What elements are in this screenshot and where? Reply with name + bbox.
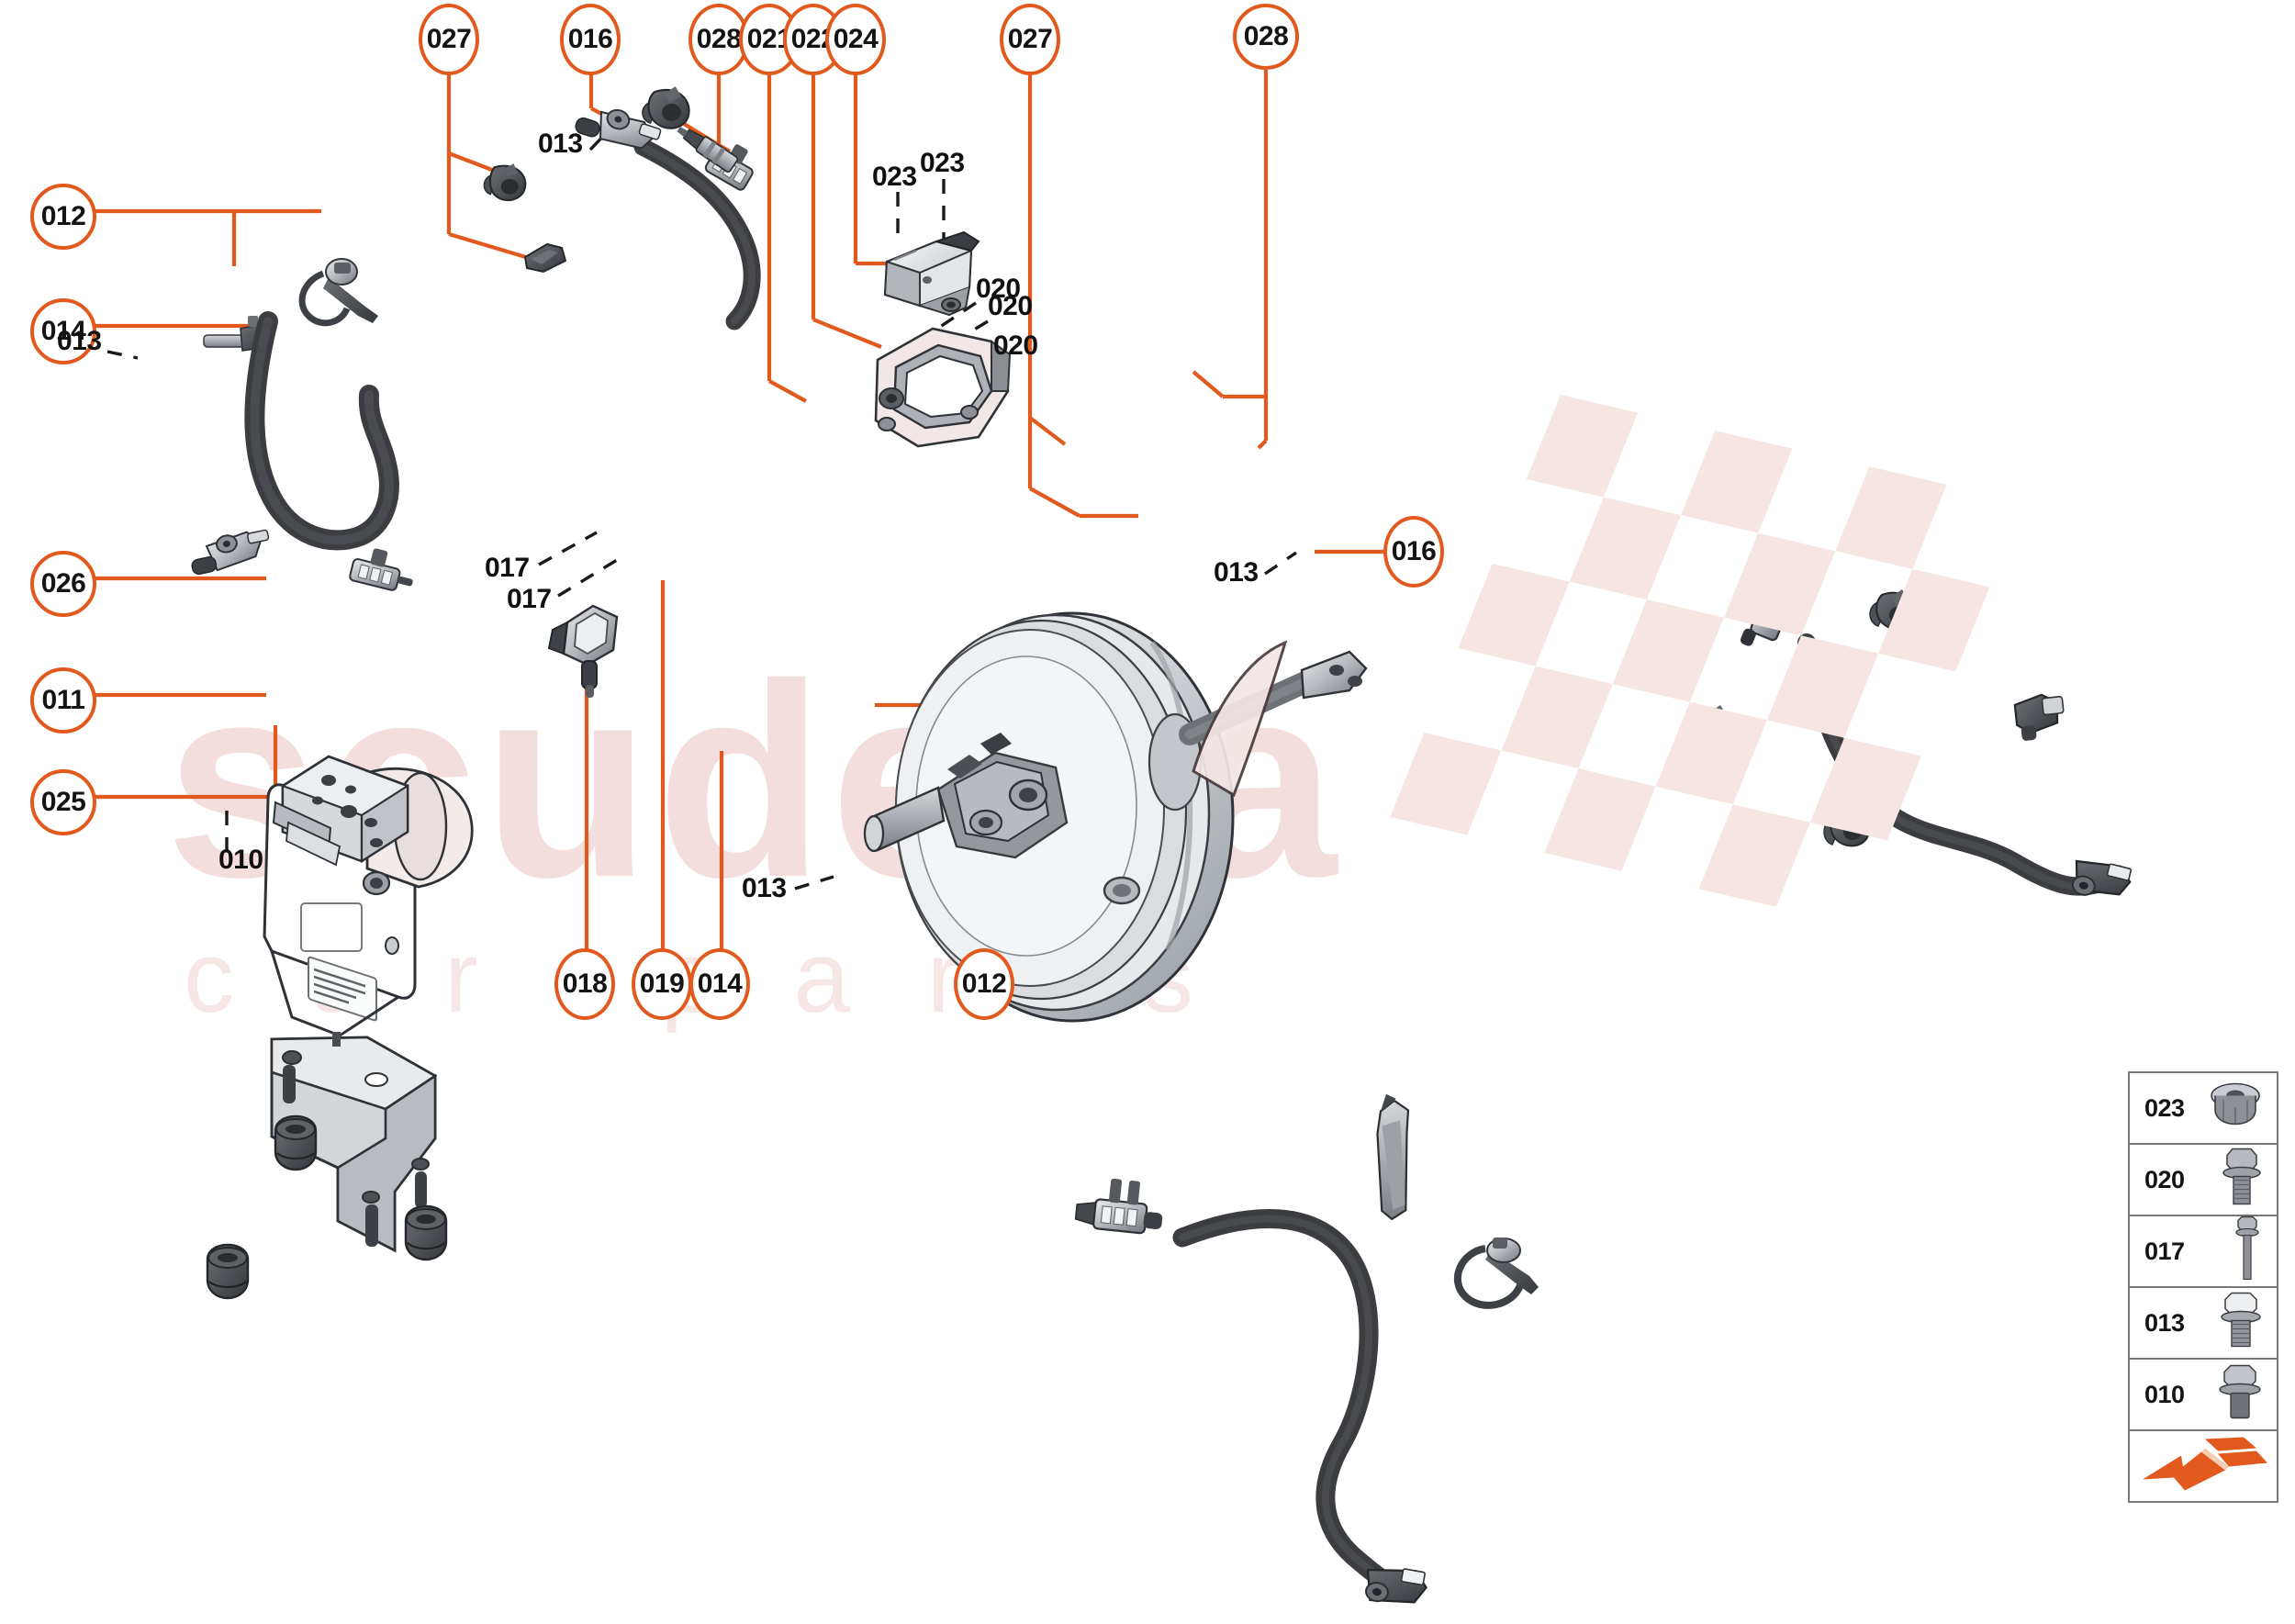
part-016a-hose bbox=[575, 108, 761, 330]
label-017-b: 017 bbox=[507, 584, 552, 614]
legend-row-020: 020 bbox=[2130, 1145, 2277, 1216]
flange-bolt-stud-icon bbox=[2216, 1364, 2264, 1426]
part-028a-clip bbox=[642, 86, 690, 129]
part-025-bushing-1 bbox=[274, 1114, 318, 1171]
callout-014-bottom[interactable]: 014 bbox=[689, 948, 750, 1020]
legend-row-flag bbox=[2130, 1431, 2277, 1503]
orange-arrow-flag-icon bbox=[2141, 1436, 2269, 1497]
label-013-bottom: 013 bbox=[742, 873, 787, 903]
part-012a-pin bbox=[203, 316, 269, 352]
legend-row-013: 013 bbox=[2130, 1288, 2277, 1360]
legend-number-020: 020 bbox=[2144, 1165, 2185, 1193]
part-012b-bracket bbox=[1376, 1093, 1410, 1221]
part-014a-hose bbox=[191, 311, 413, 591]
long-thin-bolt-icon bbox=[2231, 1215, 2264, 1288]
part-011-bracket bbox=[270, 1032, 438, 1253]
legend-row-010: 010 bbox=[2130, 1360, 2277, 1431]
part-028b-connector bbox=[2013, 693, 2065, 741]
callout-019[interactable]: 019 bbox=[632, 948, 692, 1020]
callout-028-right[interactable]: 028 bbox=[1233, 4, 1299, 70]
part-025-bushing-2 bbox=[404, 1204, 448, 1261]
legend-row-017: 017 bbox=[2130, 1215, 2277, 1288]
part-012b-clip bbox=[1453, 1238, 1539, 1309]
part-027a-clip-lower bbox=[523, 242, 567, 274]
label-010: 010 bbox=[218, 845, 263, 875]
legend-number-010: 010 bbox=[2144, 1380, 2185, 1408]
part-014b-hose bbox=[1074, 1178, 1427, 1604]
part-016b-hose bbox=[1740, 562, 2133, 896]
callout-011[interactable]: 011 bbox=[30, 667, 96, 734]
callout-027-right[interactable]: 027 bbox=[1000, 4, 1060, 75]
callout-025[interactable]: 025 bbox=[30, 769, 96, 835]
part-027b-clip-1 bbox=[1687, 705, 1735, 746]
part-024-sensor bbox=[883, 230, 980, 317]
callout-014-left[interactable]: 014 bbox=[30, 298, 96, 364]
callout-016-top[interactable]: 016 bbox=[560, 4, 621, 75]
part-022-bracket bbox=[874, 327, 1012, 448]
callout-027-top[interactable]: 027 bbox=[419, 4, 479, 75]
label-023-a: 023 bbox=[872, 162, 917, 192]
part-027b-clip-2 bbox=[1823, 806, 1871, 847]
part-028a-nipple bbox=[677, 127, 739, 174]
label-013-top: 013 bbox=[538, 129, 583, 159]
legend-number-017: 017 bbox=[2144, 1237, 2185, 1265]
part-027a-clip-upper bbox=[483, 163, 527, 202]
flange-bolt-short-icon bbox=[2218, 1292, 2264, 1355]
part-025-bushing-3 bbox=[206, 1243, 250, 1300]
hardware-legend: 023 020 bbox=[2128, 1071, 2278, 1503]
callout-024[interactable]: 024 bbox=[825, 4, 886, 75]
flange-nut-icon bbox=[2207, 1081, 2264, 1137]
label-023-b: 023 bbox=[920, 148, 965, 178]
callout-026[interactable]: 026 bbox=[30, 551, 96, 617]
part-028b-clip bbox=[1869, 589, 1917, 631]
legend-number-013: 013 bbox=[2144, 1308, 2185, 1337]
callout-018[interactable]: 018 bbox=[554, 948, 615, 1020]
label-017-a: 017 bbox=[485, 553, 530, 583]
label-020-a: 020 bbox=[976, 274, 1021, 304]
flange-bolt-medium-icon bbox=[2220, 1148, 2264, 1213]
label-013-right: 013 bbox=[1214, 557, 1259, 588]
callout-012-bottom[interactable]: 012 bbox=[954, 948, 1014, 1020]
part-012a-clip bbox=[298, 258, 378, 327]
label-020-c: 020 bbox=[993, 330, 1038, 361]
label-013-left: 013 bbox=[57, 326, 102, 356]
label-020-b: 020 bbox=[988, 291, 1033, 321]
callout-016-right[interactable]: 016 bbox=[1383, 516, 1444, 588]
callout-012-top[interactable]: 012 bbox=[30, 184, 96, 250]
legend-row-023: 023 bbox=[2130, 1073, 2277, 1145]
legend-number-023: 023 bbox=[2144, 1093, 2185, 1122]
